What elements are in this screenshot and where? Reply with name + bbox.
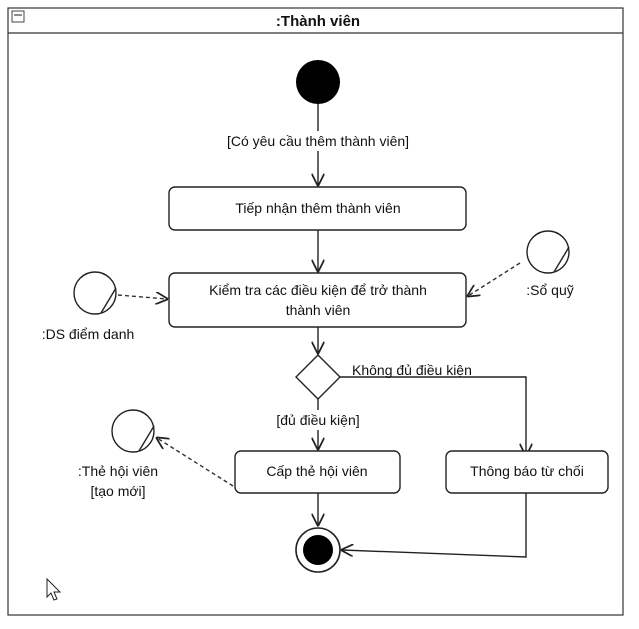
object-member-card-label-2: [tạo mới] xyxy=(90,483,145,499)
dataflow-issue-to-card xyxy=(157,438,234,487)
action-receive-member-label: Tiếp nhận thêm thành viên xyxy=(235,200,400,216)
frame-title: :Thành viên xyxy=(276,13,360,30)
action-check-conditions-label-2: thành viên xyxy=(286,302,351,318)
initial-node[interactable] xyxy=(296,60,340,104)
frame-menu-icon[interactable] xyxy=(11,10,25,23)
flow-not-eligible xyxy=(340,376,526,455)
object-attendance-list-label: :DS điểm danh xyxy=(42,326,135,342)
guard-eligible: [đủ điều kiện] xyxy=(276,412,359,428)
object-fund-book-label: :Sổ quỹ xyxy=(526,282,573,298)
final-node[interactable] xyxy=(295,527,341,573)
action-issue-card-label: Cấp thẻ hội viên xyxy=(266,463,367,479)
object-attendance-list[interactable] xyxy=(73,271,117,315)
dataflow-fund-to-check xyxy=(468,262,521,296)
guard-not-eligible: Không đủ điều kiện xyxy=(352,362,472,378)
object-member-card[interactable] xyxy=(111,409,155,453)
flow-reject-to-final xyxy=(342,493,527,558)
action-check-conditions-label-1: Kiểm tra các điều kiện để trở thành xyxy=(209,282,427,298)
guard-request: [Có yêu cầu thêm thành viên] xyxy=(227,133,409,149)
action-notify-reject-label: Thông báo từ chối xyxy=(470,463,584,479)
dataflow-attendance-to-check xyxy=(117,295,167,299)
object-fund-book[interactable] xyxy=(526,230,570,274)
guard-request-bg xyxy=(210,131,426,151)
mouse-cursor-icon xyxy=(46,577,62,601)
object-member-card-label-1: :Thẻ hội viên xyxy=(78,463,158,479)
guard-eligible-bg xyxy=(266,410,372,430)
action-notify-reject[interactable] xyxy=(445,450,609,494)
